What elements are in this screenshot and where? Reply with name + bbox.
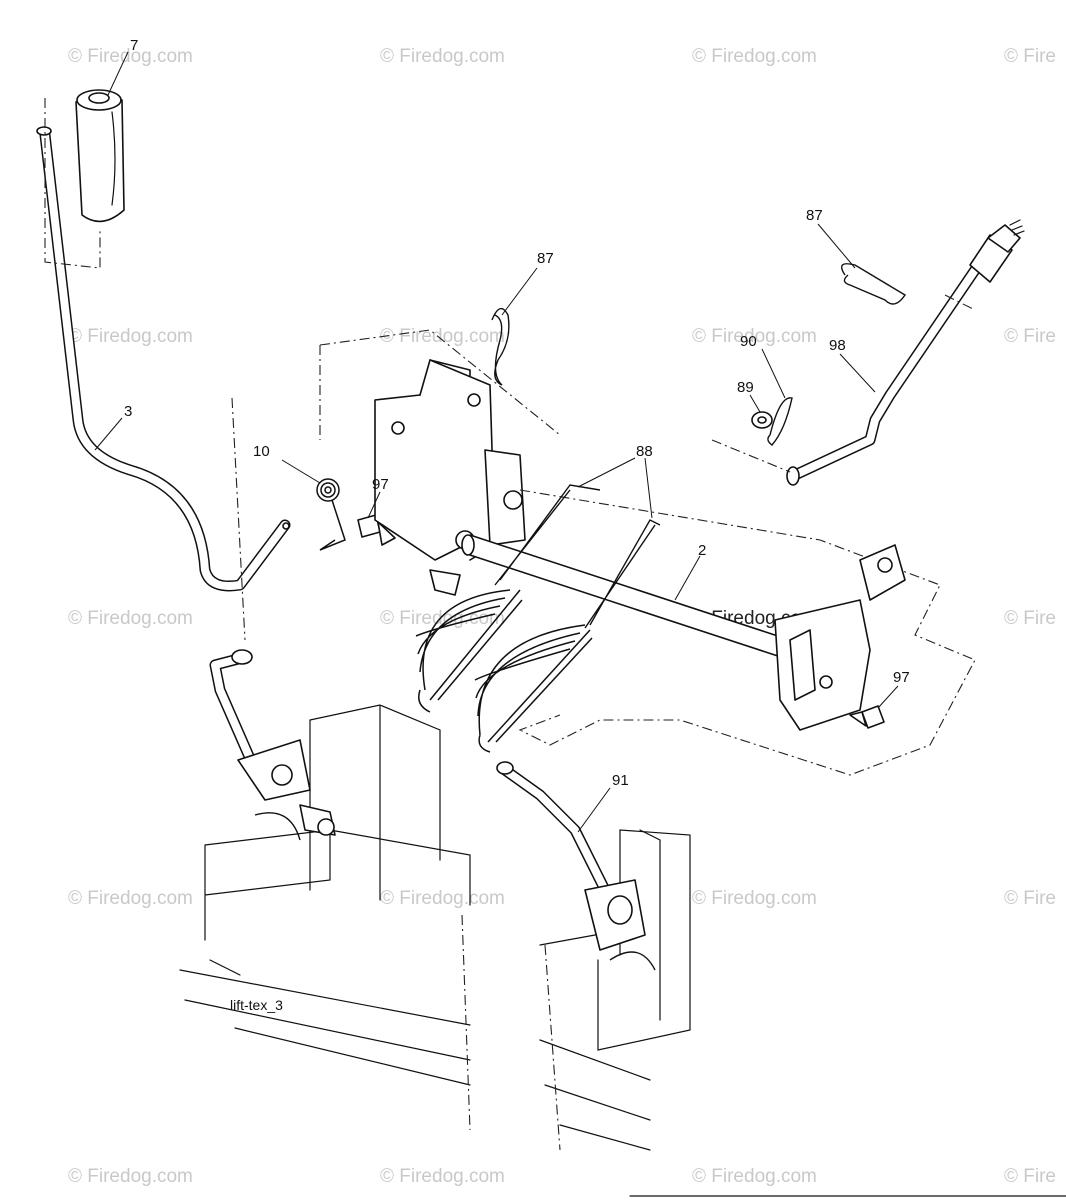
part-number-label: 87 [537,250,554,267]
rod-reference-line [711,294,976,473]
callout-3: 3 [94,403,132,451]
part-number-label: 97 [372,476,389,493]
bracket-reference-line [231,329,561,641]
watermark: © Fire [1004,888,1056,909]
callout-91: 91 [577,772,629,833]
part-number-label: 3 [124,403,132,420]
part-number-label: 7 [130,37,138,54]
diagram-code-label: lift-tex_3 [230,997,283,1013]
torsion-spring [316,478,346,551]
callout-97: 97 [367,476,389,519]
callout-87: 87 [806,207,856,269]
watermark-layer: © Firedog.com © Firedog.com © Firedog.co… [68,46,1056,1187]
watermark: © Firedog.com [68,1166,193,1187]
watermark: © Firedog.com [380,326,505,347]
part-number-label: 98 [829,337,846,354]
flat-washer [751,411,773,429]
height-adjust-rod [786,219,1025,486]
watermark: © Fire [1004,46,1056,67]
lift-link-left [209,649,336,841]
shaft-reference-line [518,489,976,776]
watermark: © Firedog.com [380,1166,505,1187]
watermark: © Fire [1004,1166,1056,1187]
watermark: © Firedog.com [380,888,505,909]
watermark: © Firedog.com [692,46,817,67]
watermark: © Firedog.com [692,326,817,347]
callout-88: 88 [577,443,653,519]
callout-98: 98 [829,337,876,393]
lift-shaft [461,534,791,661]
callout-2: 2 [674,542,706,601]
watermark: © Firedog.com [68,608,193,629]
watermark: © Firedog.com [68,326,193,347]
part-number-label: 10 [253,443,270,460]
callout-97: 97 [877,669,910,709]
callout-87: 87 [501,250,554,316]
extension-spring [474,519,661,753]
lift-link-right [496,761,656,971]
watermark: © Fire [1004,326,1056,347]
watermark: © Firedog.com [692,1166,817,1187]
retaining-clip [767,397,793,446]
part-number-label: 2 [698,542,706,559]
part-number-label: 88 [636,443,653,460]
part-number-label: 89 [737,379,754,396]
hair-pin-clip [491,307,510,386]
callout-7: 7 [107,37,138,96]
hair-pin-clip [841,263,906,305]
watermark: © Firedog.com [68,888,193,909]
watermark: © Firedog.com [380,46,505,67]
watermark: © Fire [1004,608,1056,629]
part-number-label: 91 [612,772,629,789]
lift-arm-bracket [774,544,906,731]
part-number-label: 87 [806,207,823,224]
lift-handle [36,126,291,592]
callout-90: 90 [740,333,786,399]
callout-10: 10 [253,443,321,484]
watermark: © Firedog.com [68,46,193,67]
mower-deck-frame [179,704,691,1151]
part-number-label: 90 [740,333,757,350]
handle-grip [75,89,125,223]
center-bracket [374,359,526,596]
extension-spring [415,484,601,713]
bolt [849,705,885,729]
part-number-label: 97 [893,669,910,686]
watermark: © Firedog.com [692,888,817,909]
grip-reference-line [44,98,101,269]
callout-89: 89 [737,379,761,413]
